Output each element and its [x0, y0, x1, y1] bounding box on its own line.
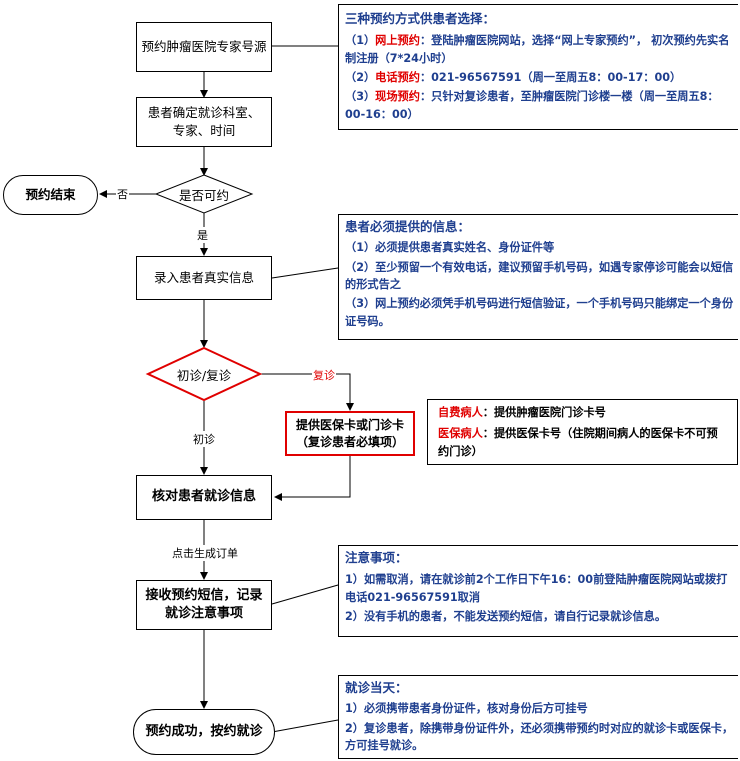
attention-item-2: 2）没有手机的患者，不能发送预约短信，请自行记录就诊信息。: [345, 610, 667, 624]
edge-label-no: 否: [116, 186, 129, 202]
terminal-booking-end-text: 预约结束: [25, 186, 76, 202]
method-phone-prefix: （2）: [345, 71, 376, 85]
attention-item-1: 1）如需取消，请在就诊前2个工作日下午16：00前登陆肿瘤医院网站或拨打电话02…: [345, 573, 728, 604]
step-book-expert: 预约肿瘤医院专家号源: [136, 22, 272, 72]
method-online-prefix: （1）: [345, 34, 376, 48]
step-provide-card: 提供医保卡或门诊卡（复诊患者必填项）: [285, 411, 415, 456]
info-item-1: （1）必须提供患者真实姓名、身份证件等: [345, 241, 555, 255]
method-onsite-text: ：只针对复诊患者，至肿瘤医院门诊楼一楼（周一至周五8：00-16：00）: [345, 90, 719, 121]
card-insurance: 医保病人：提供医保卡号（住院期间病人的医保卡不可预 约门诊）: [438, 425, 731, 460]
edge-decision2-card: [260, 373, 354, 411]
edge-label-first-visit: 初诊: [193, 431, 215, 447]
decision-available: 是否可约: [156, 175, 252, 213]
card-insurance-text: ：提供医保卡号（住院期间病人的医保卡不可预 约门诊）: [438, 427, 718, 458]
step-provide-card-text: 提供医保卡或门诊卡（复诊患者必填项）: [295, 417, 404, 449]
card-self-pay-text: ：提供肿瘤医院门诊卡号: [482, 406, 606, 419]
step-enter-info-text: 录入患者真实信息: [153, 269, 254, 285]
method-onsite: （3）现场预约：只针对复诊患者，至肿瘤医院门诊楼一楼（周一至周五8：00-16：…: [345, 88, 734, 123]
visit-day-item-1: 1）必须携带患者身份证件，核对身份后方可挂号: [345, 702, 588, 716]
info-item-2: （2）至少预留一个有效电话，建议预留手机号码，如遇专家停诊可能会以短信的形式告之: [345, 260, 734, 292]
info-item-3: （3）网上预约必须凭手机号码进行短信验证，一个手机号码只能绑定一个身份证号码。: [345, 297, 734, 328]
step-receive-sms: 接收预约短信，记录就诊注意事项: [136, 580, 272, 630]
terminal-booking-success: 预约成功，按约就诊: [133, 709, 275, 755]
edge-label-click-order: 点击生成订单: [170, 545, 240, 561]
decision1-diamond: [154, 174, 254, 214]
method-online-text: ：登陆肿瘤医院网站，选择“网上专家预约”， 初次预约先实名制注册（7*24小时）: [345, 34, 730, 65]
method-online-key: 网上预约: [375, 34, 420, 48]
step-receive-sms-text: 接收预约短信，记录就诊注意事项: [145, 588, 263, 621]
note-attention-title: 注意事项：: [345, 550, 408, 565]
decision-first-or-revisit: 初诊/复诊: [148, 348, 260, 400]
decision2-diamond: [145, 346, 263, 402]
decision-available-text: 是否可约: [178, 187, 229, 203]
note-attention: 注意事项： 1）如需取消，请在就诊前2个工作日下午16：00前登陆肿瘤医院网站或…: [338, 545, 738, 637]
method-onsite-key: 现场预约: [375, 90, 420, 104]
card-self-pay: 自费病人：提供肿瘤医院门诊卡号: [438, 404, 731, 421]
note-visit-day-title: 就诊当天：: [345, 680, 408, 695]
step-verify-info-text: 核对患者就诊信息: [151, 489, 256, 505]
method-online: （1）网上预约：登陆肿瘤医院网站，选择“网上专家预约”， 初次预约先实名制注册（…: [345, 32, 734, 67]
method-phone: （2）电话预约：021-96567591（周一至周五8：00-17：00）: [345, 69, 734, 86]
card-self-pay-key: 自费病人: [438, 406, 483, 419]
card-insurance-key: 医保病人: [438, 427, 483, 441]
terminal-booking-end: 预约结束: [3, 175, 98, 215]
method-onsite-prefix: （3）: [345, 90, 376, 104]
note-required-info: 患者必须提供的信息： （1）必须提供患者真实姓名、身份证件等 （2）至少预留一个…: [338, 214, 738, 340]
method-phone-text: ：021-96567591（周一至周五8：00-17：00）: [419, 71, 682, 85]
step-choose-dept-text: 患者确定就诊科室、专家、时间: [147, 104, 261, 138]
edge-label-yes: 是: [197, 227, 208, 243]
method-phone-key: 电话预约: [375, 71, 420, 85]
step-book-expert-text: 预约肿瘤医院专家号源: [141, 38, 267, 54]
step-verify-info: 核对患者就诊信息: [136, 475, 272, 520]
step-choose-dept: 患者确定就诊科室、专家、时间: [136, 97, 272, 147]
note-booking-methods-title: 三种预约方式供患者选择：: [345, 11, 496, 26]
link-step3-note: [271, 267, 339, 279]
note-card-types: 自费病人：提供肿瘤医院门诊卡号 医保病人：提供医保卡号（住院期间病人的医保卡不可…: [427, 399, 738, 465]
visit-day-item-2: 2）复诊患者，除携带身份证件外，还必须携带预约时对应的就诊卡或医保卡，方可挂号就…: [345, 721, 734, 753]
note-required-info-title: 患者必须提供的信息：: [345, 219, 471, 234]
edge-card-verify: [274, 456, 351, 501]
decision-first-or-revisit-text: 初诊/复诊: [176, 367, 232, 383]
link-sms-note: [271, 584, 339, 605]
step-enter-info: 录入患者真实信息: [136, 256, 272, 300]
edge-label-revisit: 复诊: [312, 367, 336, 383]
terminal-booking-success-text: 预约成功，按约就诊: [145, 723, 263, 739]
note-booking-methods: 三种预约方式供患者选择： （1）网上预约：登陆肿瘤医院网站，选择“网上专家预约”…: [338, 4, 738, 130]
note-visit-day: 就诊当天： 1）必须携带患者身份证件，核对身份后方可挂号 2）复诊患者，除携带身…: [338, 675, 738, 759]
link-success-note: [271, 719, 339, 733]
